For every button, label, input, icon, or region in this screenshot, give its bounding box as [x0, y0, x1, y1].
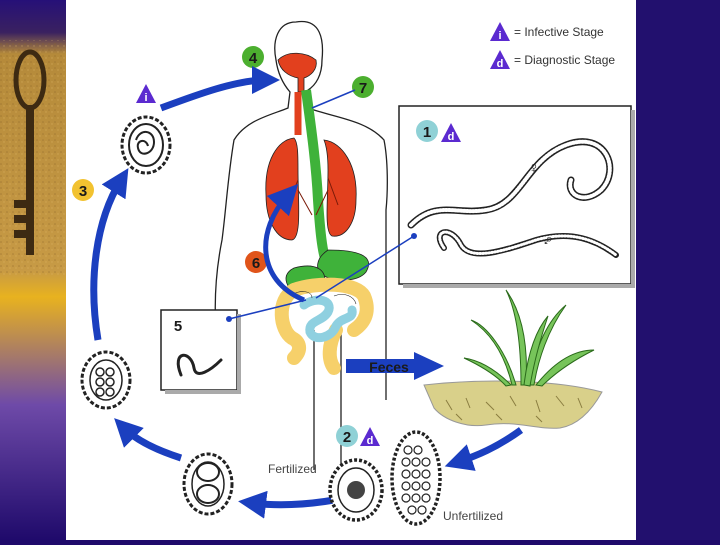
stage-4-number: 4: [249, 50, 258, 67]
stage-1-pointer-dot: [411, 233, 417, 239]
feces-arrow: Feces: [346, 352, 444, 380]
fertilized-label: Fertilized: [268, 462, 317, 476]
fertilized-egg: [328, 458, 384, 522]
unfertilized-egg: [390, 430, 442, 526]
stage-2-marker: 2 d: [336, 425, 380, 447]
ingestion-arrow: [159, 66, 280, 112]
stage-6-number: 6: [252, 255, 260, 272]
stage-5-number: 5: [174, 318, 182, 335]
female-symbol: ♀: [528, 160, 540, 177]
stage-5-pointer: [228, 299, 307, 320]
adult-worms-box: 1 d ♀ ♂: [398, 105, 635, 288]
larva-box: 5: [160, 309, 241, 394]
right-decorative-panel: [636, 0, 720, 540]
developing-egg: [80, 350, 132, 410]
infective-stage-label: = Infective Stage: [514, 25, 604, 39]
intestines: [274, 277, 374, 375]
diagnostic-stage-label: = Diagnostic Stage: [514, 53, 615, 67]
embryonated-egg-infective: [120, 115, 172, 175]
stage-2-tag: d: [367, 435, 374, 447]
stage-1-tag: d: [448, 131, 455, 143]
stage-4-tag: i: [144, 92, 147, 104]
right-lung: [323, 139, 357, 237]
infective-marker-icon: i: [490, 22, 510, 42]
key-photo-panel: [0, 0, 66, 540]
female-worm: [407, 138, 614, 229]
male-worm: [436, 229, 619, 258]
esophagus: [301, 89, 331, 264]
stage-4-marker: 4: [242, 46, 264, 68]
stage-7-number: 7: [359, 80, 367, 97]
larva-worm: [176, 353, 223, 377]
key-icon: [13, 49, 47, 255]
soil-and-plant: [423, 289, 603, 429]
infective-stage-marker: i: [136, 84, 156, 104]
stage-1-number: 1: [423, 124, 431, 141]
legend: i = Infective Stage d = Diagnostic Stage: [490, 22, 615, 70]
migration-arrow: [263, 183, 305, 303]
stage-1-marker: 1 d: [416, 120, 461, 143]
nasal-passage: [277, 52, 317, 93]
diagnostic-symbol: d: [497, 58, 504, 70]
soil-to-egg-arrow: [444, 427, 524, 471]
stage-1-pointer: [315, 235, 415, 299]
diagnostic-marker-icon: d: [490, 50, 510, 70]
stage-7-marker: 7: [352, 76, 374, 98]
cleavage-arrow: [238, 490, 335, 519]
stage-6-marker: 6: [245, 251, 267, 273]
unfertilized-label: Unfertilized: [443, 509, 503, 523]
embryonation-arrow: [90, 168, 129, 341]
stage-2-number: 2: [343, 429, 351, 446]
stage-3-number: 3: [79, 183, 87, 200]
left-decorative-panel: [0, 0, 66, 540]
stage-5-marker: 5: [174, 318, 182, 335]
male-symbol: ♂: [542, 231, 554, 248]
infective-symbol: i: [498, 30, 501, 42]
stomach: [317, 249, 369, 281]
ascaris-life-cycle-slide: i = Infective Stage d = Diagnostic Stage: [66, 0, 636, 540]
stage-3-marker: 3: [72, 179, 94, 201]
feces-label: Feces: [369, 359, 409, 375]
life-cycle-diagram: i = Infective Stage d = Diagnostic Stage: [72, 20, 635, 526]
development-arrow: [114, 418, 183, 462]
stage-7-pointer: [311, 89, 356, 109]
two-cell-egg: [182, 452, 234, 516]
